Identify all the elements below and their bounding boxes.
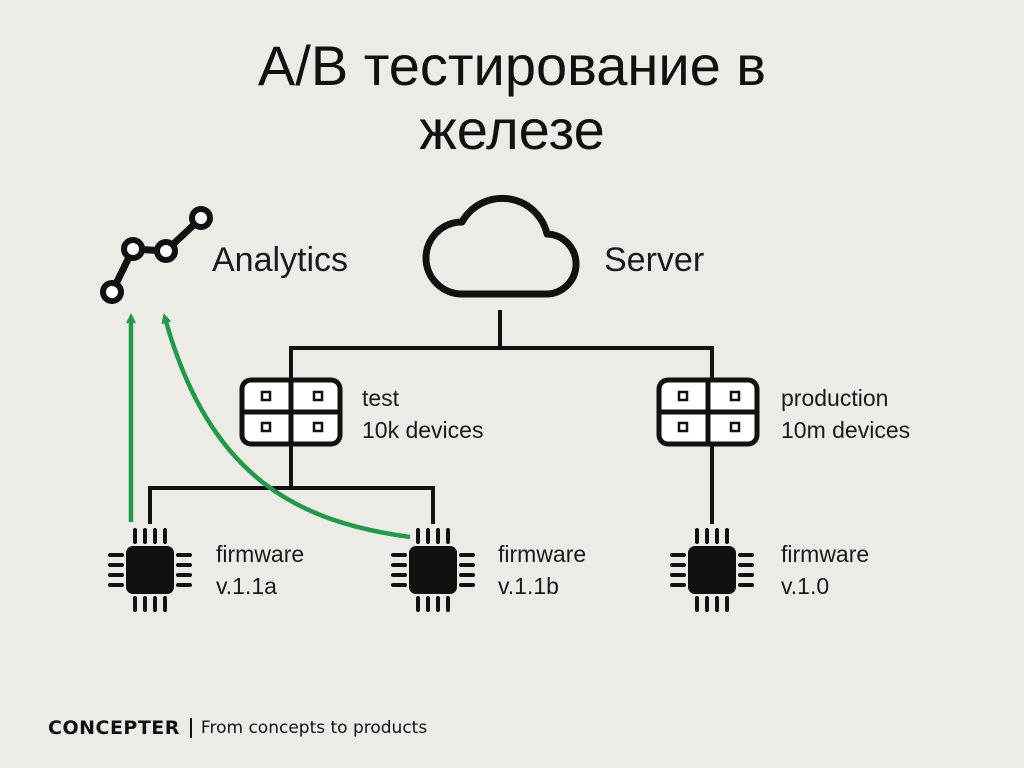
- chip-icon: [391, 528, 475, 612]
- firmware-c-label: firmware v.1.0: [781, 538, 869, 602]
- firmware-b-name: firmware: [498, 541, 587, 567]
- test-to-chips-connector: [148, 444, 435, 524]
- footer: CONCEPTER From concepts to products: [48, 714, 427, 742]
- test-group-label: test 10k devices: [362, 382, 483, 446]
- server-label: Server: [604, 241, 705, 279]
- device-grid-icon: [239, 377, 343, 447]
- slide-title: A/B тестирование в железе: [0, 34, 1024, 162]
- chip-icon: [670, 528, 754, 612]
- slide-title-line-1: A/B тестирование в: [257, 34, 767, 97]
- device-grid-icon: [656, 377, 760, 447]
- test-group-count: 10k devices: [362, 417, 484, 443]
- production-group-label: production 10m devices: [781, 382, 910, 446]
- firmware-a-name: firmware: [216, 541, 305, 567]
- test-group-name: test: [362, 385, 400, 411]
- firmware-b-version: v.1.1b: [498, 573, 559, 599]
- production-group-count: 10m devices: [781, 417, 911, 443]
- footer-divider: [189, 718, 192, 738]
- firmware-a-label: firmware v.1.1a: [216, 538, 304, 602]
- firmware-a-version: v.1.1a: [216, 573, 277, 599]
- analytics-graph-icon: [100, 206, 213, 304]
- slide-title-line-2: железе: [419, 98, 605, 161]
- brand-logo: CONCEPTER: [48, 717, 180, 739]
- arrow-firmware-b-to-analytics: [161, 313, 411, 540]
- firmware-c-name: firmware: [781, 541, 870, 567]
- footer-tagline: From concepts to products: [200, 718, 428, 738]
- connector-lines: [148, 310, 714, 524]
- server-to-groups-connector: [289, 310, 714, 382]
- firmware-c-version: v.1.0: [781, 573, 830, 599]
- chip-icon: [108, 528, 192, 612]
- analytics-label: Analytics: [212, 241, 349, 279]
- cloud-icon: [422, 194, 580, 298]
- feedback-arrows: [126, 313, 411, 540]
- production-group-name: production: [781, 385, 889, 411]
- firmware-b-label: firmware v.1.1b: [498, 538, 586, 602]
